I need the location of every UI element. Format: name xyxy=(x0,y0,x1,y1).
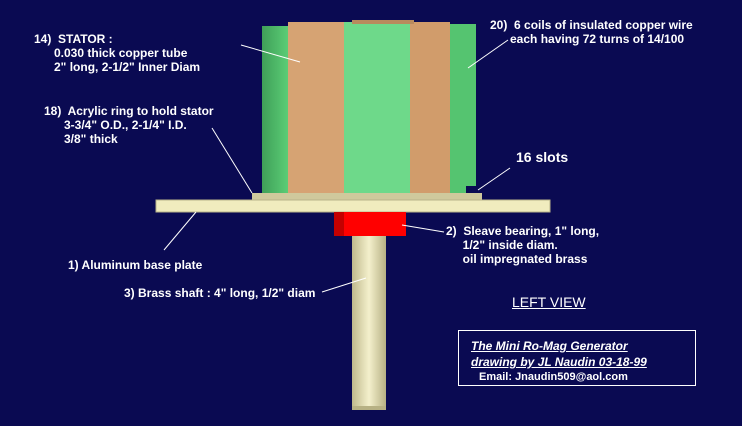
stator-coil-left xyxy=(262,26,292,194)
base-plate xyxy=(155,199,551,213)
leader-shaft xyxy=(321,277,367,293)
leader-slots xyxy=(477,167,511,191)
label-coils: 20) 6 coils of insulated copper wire eac… xyxy=(490,18,693,46)
stator-coil-right xyxy=(450,24,476,194)
title-block-author: drawing by JL Naudin 03-18-99 xyxy=(471,355,647,369)
leader-acrylic xyxy=(211,127,253,194)
title-block-email: Email: Jnaudin509@aol.com xyxy=(479,371,628,383)
stator-coil-center xyxy=(344,22,412,198)
stator-top-rim xyxy=(352,20,414,24)
label-stator: 14) STATOR : 0.030 thick copper tube 2" … xyxy=(34,32,201,74)
label-slots: 16 slots xyxy=(516,149,569,165)
stator-slot-gap xyxy=(466,186,476,198)
label-shaft: 3) Brass shaft : 4" long, 1/2" diam xyxy=(124,286,316,300)
sleeve-bearing xyxy=(334,212,406,236)
view-title: LEFT VIEW xyxy=(512,294,586,310)
label-acrylic: 18) Acrylic ring to hold stator 3-3/4" O… xyxy=(44,104,214,146)
label-base: 1) Aluminum base plate xyxy=(68,258,203,272)
brass-shaft xyxy=(352,236,386,408)
leader-coils xyxy=(467,39,509,69)
acrylic-ring xyxy=(252,193,482,200)
leader-stator xyxy=(240,44,301,63)
label-bearing: 2) Sleave bearing, 1" long, 1/2" inside … xyxy=(446,224,600,266)
stator-copper-right xyxy=(410,22,450,198)
leader-base xyxy=(163,211,197,251)
leader-bearing xyxy=(401,224,445,233)
title-block: The Mini Ro-Mag Generator drawing by JL … xyxy=(458,330,696,386)
stator-copper-left xyxy=(288,22,346,198)
title-block-title: The Mini Ro-Mag Generator xyxy=(471,339,628,353)
sleeve-bearing-shade xyxy=(334,212,344,236)
brass-shaft-end xyxy=(352,406,386,410)
